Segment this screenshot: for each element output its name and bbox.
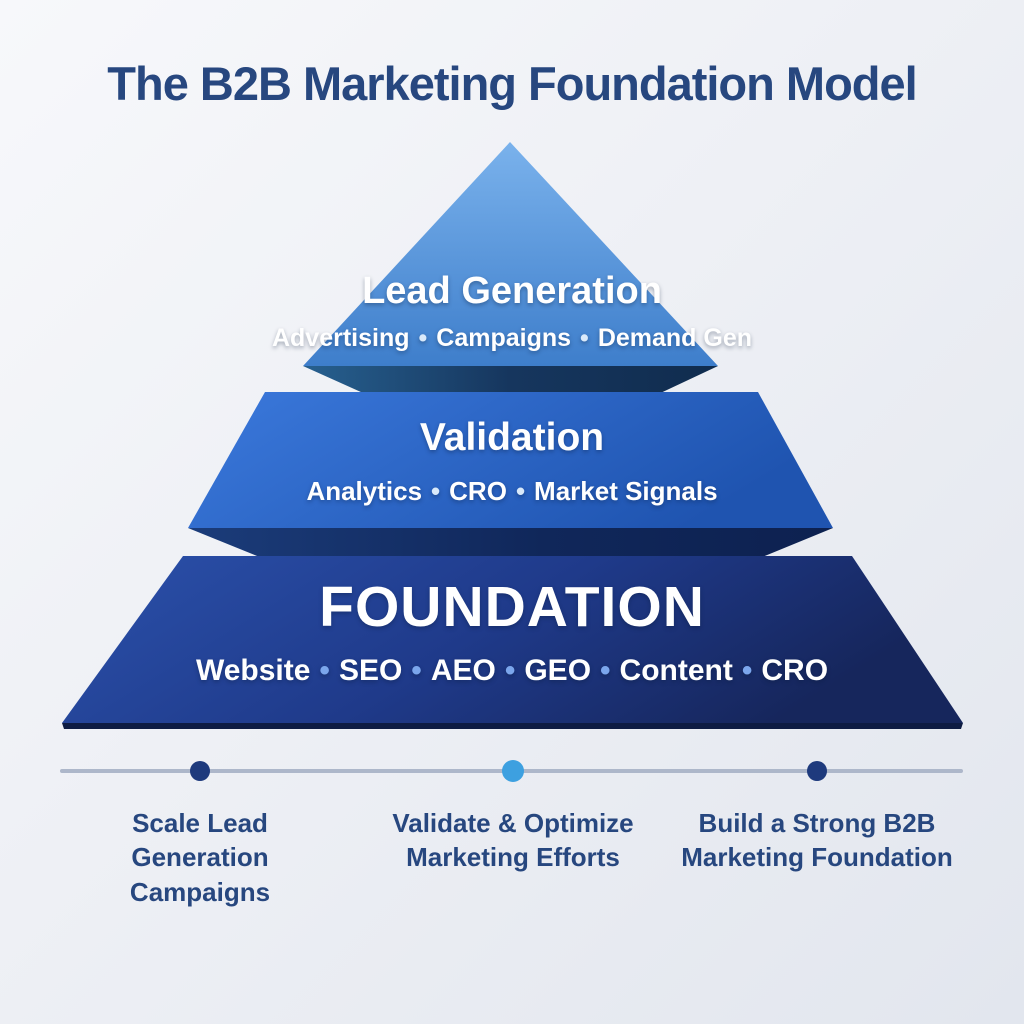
bullet-separator: • bbox=[319, 654, 330, 687]
tier-validation-items: Analytics • CRO • Market Signals bbox=[0, 476, 1024, 507]
tier-item: Campaigns bbox=[436, 324, 572, 352]
tier-item: Website bbox=[195, 654, 311, 687]
bullet-separator: • bbox=[411, 654, 422, 687]
tier-item: AEO bbox=[430, 654, 496, 687]
tier-item: Content bbox=[619, 654, 733, 687]
timeline-dot-build bbox=[807, 761, 827, 781]
tier-lead-generation-face bbox=[303, 142, 718, 366]
tier-item: SEO bbox=[338, 654, 403, 687]
timeline-label-scale-line2: Campaigns bbox=[129, 876, 271, 907]
tier-validation-face bbox=[188, 392, 833, 528]
tier-foundation-face bbox=[62, 556, 963, 723]
timeline-dot-validate bbox=[502, 760, 524, 782]
bullet-separator: • bbox=[515, 476, 526, 506]
tier-lead-generation-label: Lead Generation bbox=[362, 270, 662, 312]
tier-item: Analytics bbox=[306, 476, 423, 506]
page-title: The B2B Marketing Foundation Model bbox=[107, 57, 917, 110]
tier-validation-underside bbox=[188, 528, 833, 558]
tier-item: CRO bbox=[449, 476, 507, 506]
timeline-label-scale-line1: Scale Lead Generation bbox=[131, 808, 269, 873]
timeline-label-build-line2: Marketing Foundation bbox=[681, 842, 953, 873]
bullet-separator: • bbox=[741, 654, 753, 687]
tier-foundation-items: Website•SEO•AEO•GEO•Content•CRO bbox=[0, 654, 1024, 688]
bullet-separator: • bbox=[431, 476, 441, 506]
bullet-separator: • bbox=[504, 654, 516, 687]
tier-lead-generation-items: Advertising • Campaigns • Demand Gen bbox=[0, 324, 1024, 353]
tier-item: Advertising bbox=[271, 324, 410, 352]
bullet-separator: • bbox=[600, 654, 611, 687]
bullet-separator: • bbox=[580, 324, 589, 352]
timeline-label-validate-line1: Validate & Optimize bbox=[392, 808, 634, 838]
timeline-label-scale: Scale Lead Generation Campaigns bbox=[70, 806, 330, 909]
timeline-label-build: Build a Strong B2B Marketing Foundation bbox=[672, 806, 962, 875]
tier-lead-generation-underside bbox=[303, 366, 718, 397]
tier-item: Demand Gen bbox=[597, 324, 753, 352]
tier-item: CRO bbox=[761, 654, 829, 687]
timeline-label-validate: Validate & Optimize Marketing Efforts bbox=[383, 806, 643, 875]
tier-item: GEO bbox=[524, 654, 592, 687]
bullet-separator: • bbox=[418, 324, 428, 352]
tier-foundation-bottom-edge bbox=[62, 723, 963, 729]
tier-foundation-label: FOUNDATION bbox=[319, 575, 705, 639]
timeline-label-build-line1: Build a Strong B2B bbox=[698, 808, 936, 838]
timeline-dot-scale bbox=[190, 761, 210, 781]
tier-validation-label: Validation bbox=[419, 416, 605, 459]
timeline-label-validate-line2: Marketing Efforts bbox=[406, 842, 620, 873]
tier-item: Market Signals bbox=[534, 476, 718, 506]
